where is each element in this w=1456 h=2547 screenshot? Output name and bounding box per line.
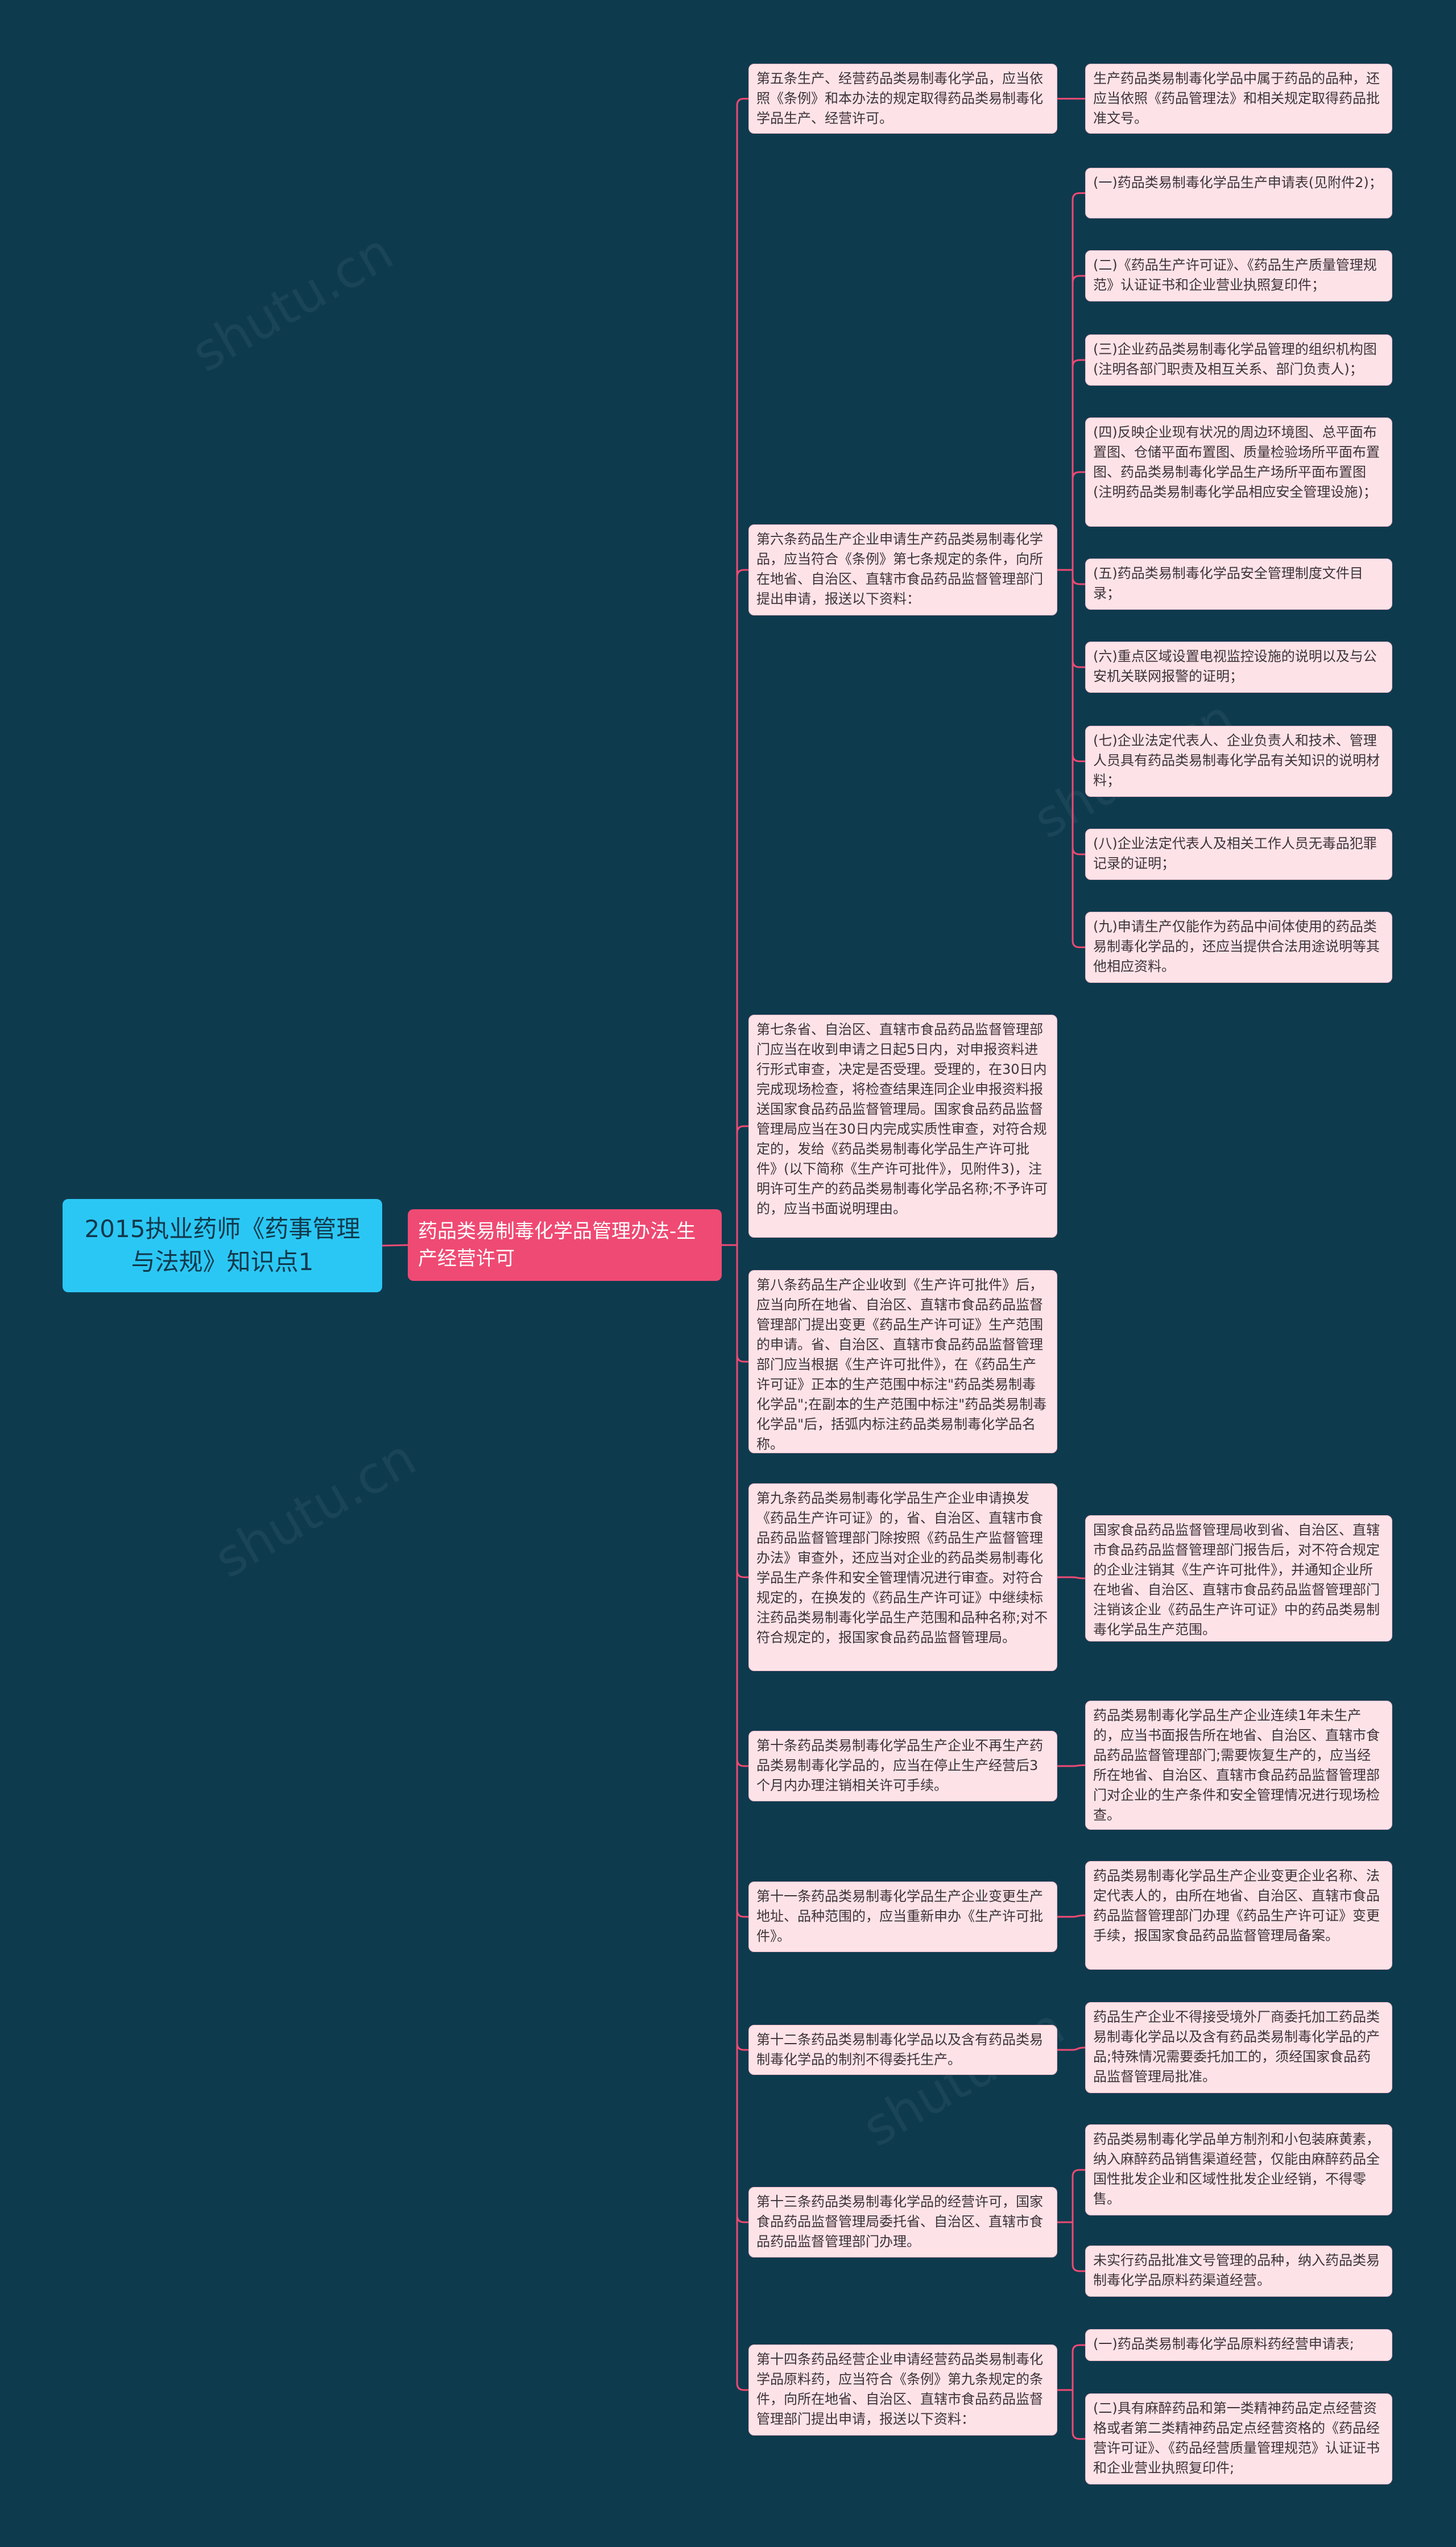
article-6-item-3[interactable]: (三)企业药品类易制毒化学品管理的组织机构图(注明各部门职责及相互关系、部门负责…: [1085, 334, 1392, 386]
article-6-item-5-connector: [1072, 577, 1085, 585]
article-8-node-connector: [736, 1354, 748, 1363]
article-6-item-4-connector: [1072, 471, 1085, 479]
article-6-node[interactable]: 第六条药品生产企业申请生产药品类易制毒化学品，应当符合《条例》第七条规定的条件，…: [748, 524, 1057, 615]
article-8-node[interactable]: 第八条药品生产企业收到《生产许可批件》后，应当向所在地省、自治区、直辖市食品药品…: [748, 1270, 1057, 1453]
article-9-node[interactable]: 第九条药品类易制毒化学品生产企业申请换发《药品生产许可证》的，省、自治区、直辖市…: [748, 1483, 1057, 1671]
article-12-detail[interactable]: 药品生产企业不得接受境外厂商委托加工药品类易制毒化学品以及含有药品类易制毒化学品…: [1085, 2002, 1392, 2093]
article-7-node[interactable]: 第七条省、自治区、直辖市食品药品监督管理部门应当在收到申请之日起5日内，对申报资…: [748, 1015, 1057, 1238]
article-14-item-1[interactable]: (一)药品类易制毒化学品原料药经营申请表;: [1085, 2329, 1392, 2361]
article-11-node-connector: [736, 1909, 748, 1918]
article-14-node-connector: [736, 2383, 748, 2391]
article-6-item-2[interactable]: (二)《药品生产许可证》、《药品生产质量管理规范》认证证书和企业营业执照复印件；: [1085, 250, 1392, 301]
article-14-node[interactable]: 第十四条药品经营企业申请经营药品类易制毒化学品原料药，应当符合《条例》第九条规定…: [748, 2345, 1057, 2436]
article-14-item-2-connector: [1072, 2432, 1085, 2440]
article-10-node[interactable]: 第十条药品类易制毒化学品生产企业不再生产药品类易制毒化学品的，应当在停止生产经营…: [748, 1731, 1057, 1801]
article-11-node[interactable]: 第十一条药品类易制毒化学品生产企业变更生产地址、品种范围的，应当重新申办《生产许…: [748, 1882, 1057, 1952]
root-topic[interactable]: 2015执业药师《药事管理与法规》知识点1: [63, 1199, 382, 1292]
article-6-item-9-connector: [1072, 940, 1085, 948]
branch-topic[interactable]: 药品类易制毒化学品管理办法-生产经营许可: [408, 1209, 722, 1281]
article-6-item-8-connector: [1072, 847, 1085, 855]
article-6-item-4[interactable]: (四)反映企业现有状况的周边环境图、总平面布置图、仓储平面布置图、质量检验场所平…: [1085, 417, 1392, 527]
article-10-detail-connector: [1072, 1764, 1086, 1767]
article-6-item-6[interactable]: (六)重点区域设置电视监控设施的说明以及与公安机关联网报警的证明；: [1085, 642, 1392, 693]
article-13-node-connector: [736, 2215, 748, 2223]
article-6-item-7-connector: [1072, 754, 1085, 762]
article-11-detail[interactable]: 药品类易制毒化学品生产企业变更企业名称、法定代表人的，由所在地省、自治区、直辖市…: [1085, 1861, 1392, 1970]
article-6-item-1-connector: [1072, 192, 1085, 200]
article-10-node-connector: [736, 1759, 748, 1767]
root-to-branch-connector: [382, 1244, 408, 1247]
article-9-detail[interactable]: 国家食品药品监督管理局收到省、自治区、直辖市食品药品监督管理部门报告后，对不符合…: [1085, 1515, 1392, 1642]
article-13-node[interactable]: 第十三条药品类易制毒化学品的经营许可，国家食品药品监督管理局委托省、自治区、直辖…: [748, 2187, 1057, 2257]
article-13-detail-2[interactable]: 未实行药品批准文号管理的品种，纳入药品类易制毒化学品原料药渠道经营。: [1085, 2246, 1392, 2297]
article-6-item-3-connector: [1072, 359, 1085, 367]
article-6-item-5[interactable]: (五)药品类易制毒化学品安全管理制度文件目录；: [1085, 559, 1392, 610]
article-12-detail-connector: [1072, 2046, 1086, 2051]
article-9-node-connector: [736, 1570, 748, 1578]
article-12-node[interactable]: 第十二条药品类易制毒化学品以及含有药品类易制毒化学品的制剂不得委托生产。: [748, 2025, 1057, 2075]
article-6-item-9[interactable]: (九)申请生产仅能作为药品中间体使用的药品类易制毒化学品的，还应当提供合法用途说…: [1085, 912, 1392, 983]
article-6-node-connector: [736, 569, 748, 577]
article-13-detail-1-connector: [1072, 2169, 1085, 2177]
article-5-node[interactable]: 第五条生产、经营药品类易制毒化学品，应当依照《条例》和本办法的规定取得药品类易制…: [748, 64, 1057, 134]
article-10-detail[interactable]: 药品类易制毒化学品生产企业连续1年未生产的，应当书面报告所在地省、自治区、直辖市…: [1085, 1701, 1392, 1830]
article-9-detail-connector: [1072, 1576, 1086, 1580]
article-5-node-connector: [736, 98, 748, 106]
article-6-item-1[interactable]: (一)药品类易制毒化学品生产申请表(见附件2)；: [1085, 168, 1392, 218]
article-6-item-2-connector: [1072, 275, 1085, 283]
article-6-item-8[interactable]: (八)企业法定代表人及相关工作人员无毒品犯罪记录的证明；: [1085, 829, 1392, 880]
article-7-node-connector: [736, 1125, 748, 1134]
article-13-detail-2-connector: [1072, 2264, 1085, 2272]
article-11-detail-connector: [1072, 1915, 1086, 1918]
article-14-item-1-connector: [1072, 2344, 1085, 2352]
article-14-item-2[interactable]: (二)具有麻醉药品和第一类精神药品定点经营资格或者第二类精神药品定点经营资格的《…: [1085, 2393, 1392, 2484]
article-5-detail[interactable]: 生产药品类易制毒化学品中属于药品的品种，还应当依照《药品管理法》和相关规定取得药…: [1085, 64, 1392, 134]
article-13-detail-1[interactable]: 药品类易制毒化学品单方制剂和小包装麻黄素，纳入麻醉药品销售渠道经营，仅能由麻醉药…: [1085, 2124, 1392, 2215]
article-6-item-7[interactable]: (七)企业法定代表人、企业负责人和技术、管理人员具有药品类易制毒化学品有关知识的…: [1085, 726, 1392, 797]
article-6-item-6-connector: [1072, 660, 1085, 668]
article-12-node-connector: [736, 2042, 748, 2051]
